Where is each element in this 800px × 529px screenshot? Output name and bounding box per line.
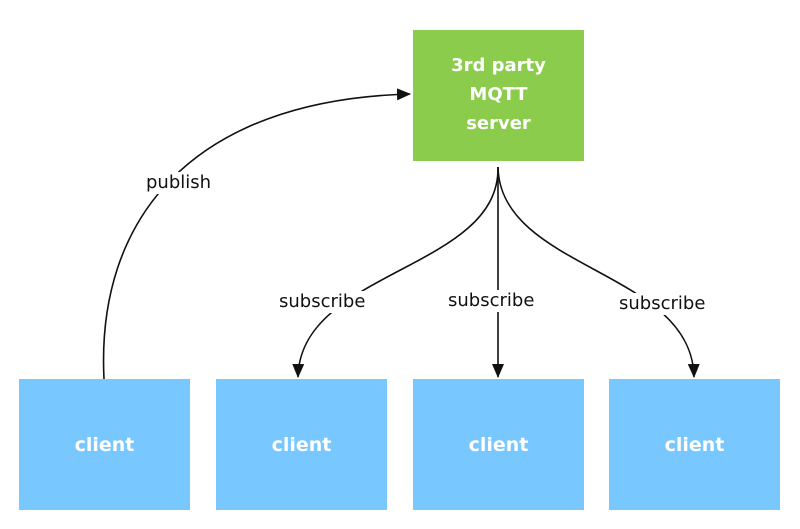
client-box-4: client (609, 379, 780, 510)
subscribe-edge-1 (292, 166, 499, 378)
subscribe-label-2: subscribe (446, 290, 537, 312)
subscribe-edge-3 (497, 166, 700, 378)
subscribe-label-3: subscribe (617, 293, 708, 315)
client-box-3: client (413, 379, 584, 510)
publish-edge (102, 88, 411, 380)
mqtt-server-box: 3rd party MQTT server (413, 30, 584, 161)
client-box-1: client (19, 379, 190, 510)
client-box-2: client (216, 379, 387, 510)
subscribe-label-1: subscribe (277, 291, 368, 313)
publish-label: publish (144, 172, 214, 194)
